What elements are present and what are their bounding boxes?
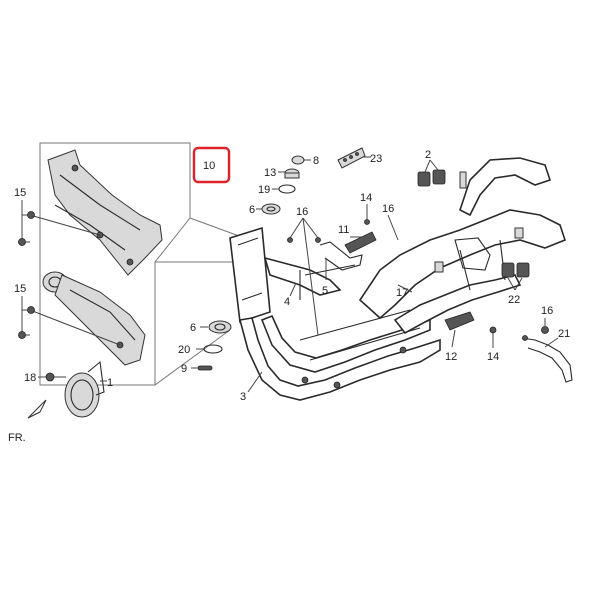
- main-frame: [239, 157, 566, 401]
- callout-2: 2: [425, 149, 431, 161]
- callout-15b: 15: [14, 283, 26, 295]
- callout-8: 8: [313, 155, 319, 167]
- callout-16a: 16: [296, 206, 308, 218]
- footrest-12: [444, 311, 475, 331]
- lower-front-bracket: [42, 271, 146, 366]
- callout-19: 19: [258, 184, 270, 196]
- front-direction-arrow: [27, 399, 47, 419]
- callout-23: 23: [370, 153, 382, 165]
- bolts-16-center: [287, 217, 321, 336]
- callout-11: 11: [338, 224, 349, 236]
- leader-2b: [429, 159, 439, 171]
- callout-10: 10: [203, 160, 215, 172]
- dampers-2: [417, 169, 446, 187]
- leader-2a: [424, 159, 431, 173]
- leader-3: [247, 371, 263, 393]
- part-23-strip: [337, 147, 366, 169]
- bolt-14-upper: [364, 204, 370, 225]
- leader-22a: [507, 277, 516, 291]
- leader-22b: [514, 277, 523, 291]
- leader-4: [289, 282, 297, 297]
- bearing-6: [261, 203, 281, 215]
- callout-1: 1: [107, 377, 113, 389]
- callout-18: 18: [24, 372, 36, 384]
- leader-12: [451, 329, 456, 348]
- callout-13: 13: [264, 167, 276, 179]
- bolt-14-lower: [489, 326, 497, 348]
- callout-14b: 14: [487, 351, 499, 363]
- callout-4: 4: [284, 296, 290, 308]
- callout-5: 5: [322, 285, 328, 297]
- ring-19: [278, 184, 296, 194]
- exploded-view-box: [39, 142, 251, 386]
- callout-6: 6: [249, 204, 255, 216]
- callout-14a: 14: [360, 192, 372, 204]
- leader-21: [544, 337, 559, 348]
- callout-16b: 16: [382, 203, 394, 215]
- dampers-22: [501, 262, 530, 278]
- leader-17: [397, 284, 413, 293]
- horn: [64, 360, 105, 418]
- highlight-box-10: [192, 146, 231, 184]
- bolt-18: [38, 372, 66, 382]
- callout-21: 21: [558, 328, 570, 340]
- steering-head-pipe: [229, 226, 271, 324]
- leader-16-right: [387, 214, 399, 241]
- callout-12: 12: [445, 351, 457, 363]
- washer-8: [291, 155, 305, 165]
- nut-13: [284, 168, 300, 179]
- callout-22: 22: [508, 294, 520, 306]
- direction-label: FR.: [8, 432, 26, 444]
- callout-15a: 15: [14, 187, 26, 199]
- callout-6-lower: 6: [190, 322, 196, 334]
- bearing-lower: [208, 320, 232, 334]
- ring-20: [203, 344, 223, 354]
- bolt-16-side-stand: [541, 318, 549, 334]
- footrest-11: [344, 231, 377, 254]
- callout-16c: 16: [541, 305, 553, 317]
- callout-9: 9: [181, 363, 187, 375]
- upper-front-bracket: [47, 149, 163, 276]
- callout-20: 20: [178, 344, 190, 356]
- side-stand-21: [521, 335, 573, 383]
- pin-9: [197, 365, 213, 371]
- fasteners-15: [18, 211, 35, 339]
- callout-3: 3: [240, 391, 246, 403]
- callout-17: 17: [396, 287, 408, 299]
